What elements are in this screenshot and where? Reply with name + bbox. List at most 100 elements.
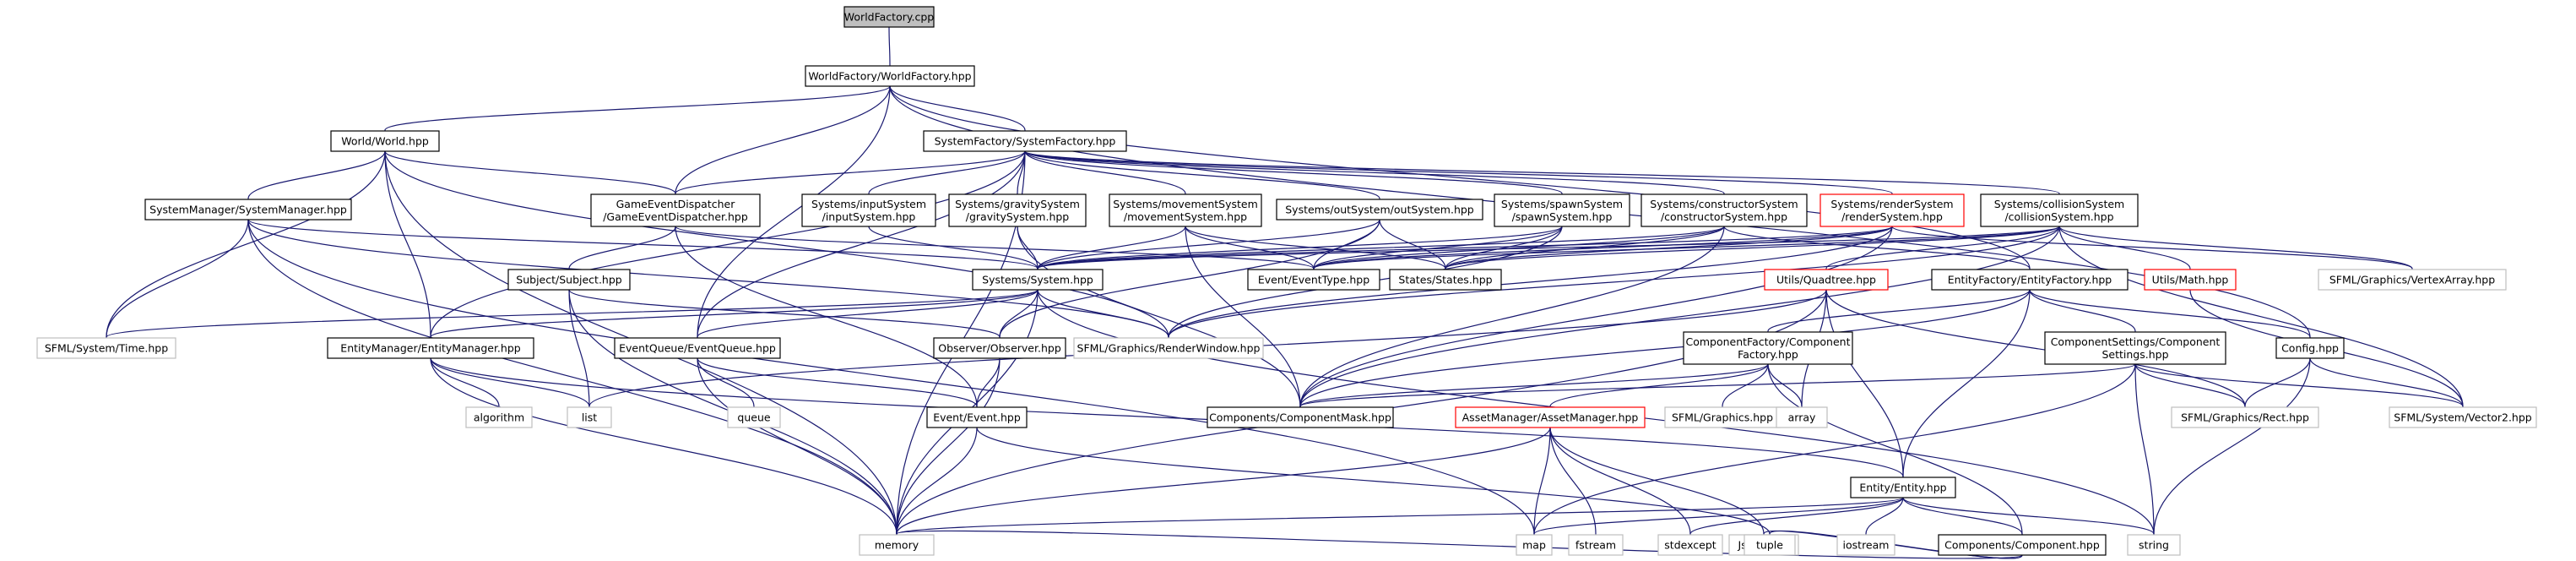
edge-rendersys-to-evtype (1310, 226, 1893, 275)
node-label: ComponentFactory/Component (1685, 335, 1850, 348)
edge-entity-to-stdexcept (1686, 497, 1904, 541)
node-label: Systems/collisionSystem (1994, 198, 2124, 210)
edge-sysmgr-to-memory (247, 219, 901, 541)
node-box (1455, 406, 1646, 428)
node-label: Systems/inputSystem (811, 198, 926, 210)
node-label: fstream (1575, 539, 1616, 552)
edge-assetmgr-to-stdexcept (1549, 427, 1695, 541)
node-box (1516, 534, 1553, 556)
node-label: tuple (1756, 539, 1783, 552)
node-compfac[interactable]: ComponentFactory/ComponentFactory.hpp (1683, 331, 1853, 365)
edge-sysfac-to-spawnsys (1024, 150, 1566, 200)
edge-movesys-to-system (1033, 226, 1186, 275)
node-label: EntityManager/EntityManager.hpp (340, 342, 520, 355)
node-root[interactable]: WorldFactory.cpp (843, 6, 935, 28)
node-entfac[interactable]: EntityFactory/EntityFactory.hpp (1931, 269, 2129, 291)
edge-entfac-to-compmask (1296, 289, 2031, 413)
node-spawnsys[interactable]: Systems/spawnSystem/spawnSystem.hpp (1494, 193, 1630, 227)
edge-compfac-to-assetmgr (1546, 363, 1769, 413)
node-map: map (1516, 534, 1553, 556)
node-sysfac[interactable]: SystemFactory/SystemFactory.hpp (923, 130, 1127, 152)
edge-compfac-to-array (1767, 363, 1806, 413)
edge-wf-to-ged (671, 85, 891, 200)
node-quadtree[interactable]: Utils/Quadtree.hpp (1764, 269, 1889, 291)
edge-wf-to-evqueue (693, 85, 891, 344)
node-box (2318, 269, 2507, 291)
node-compmask[interactable]: Components/ComponentMask.hpp (1207, 406, 1394, 428)
edge-sysmgr-to-system (247, 219, 1042, 275)
edge-sysfac-to-collsys (1024, 150, 2064, 200)
edge-evqueue-to-event (697, 357, 981, 413)
node-label: GameEventDispatcher (616, 198, 736, 210)
edge-event-to-memory (892, 427, 978, 541)
node-label: /gravitySystem.hpp (966, 210, 1070, 223)
node-config[interactable]: Config.hpp (2275, 337, 2345, 359)
edge-sysfac-to-rendersys (1024, 150, 1896, 200)
node-evqueue[interactable]: EventQueue/EventQueue.hpp (614, 337, 781, 359)
node-collsys[interactable]: Systems/collisionSystem/collisionSystem.… (1980, 193, 2139, 227)
node-outsys[interactable]: Systems/outSystem/outSystem.hpp (1276, 199, 1483, 221)
edge-quadtree-to-entity (1825, 289, 1907, 483)
edge-collsys-to-umath (2058, 226, 2194, 275)
node-component[interactable]: Components/Component.hpp (1938, 534, 2107, 556)
node-label: map (1522, 539, 1546, 552)
edge-world-to-sfmltime (102, 150, 386, 344)
edge-movesys-to-evtype (1185, 226, 1318, 275)
edge-assetmgr-to-jsonbox (1549, 427, 1768, 541)
edge-assetmgr-to-memory (892, 427, 1551, 541)
node-world[interactable]: World/World.hpp (330, 130, 440, 152)
node-rendersys[interactable]: Systems/renderSystem/renderSystem.hpp (1819, 193, 1965, 227)
node-box (801, 193, 936, 227)
node-iostream: iostream (1836, 534, 1895, 556)
node-label: string (2139, 539, 2169, 552)
node-label: Systems/gravitySystem (955, 198, 1080, 210)
node-wf[interactable]: WorldFactory/WorldFactory.hpp (805, 65, 975, 87)
node-label: Config.hpp (2281, 342, 2339, 355)
node-sysmgr[interactable]: SystemManager/SystemManager.hpp (144, 199, 352, 221)
node-subject[interactable]: Subject/Subject.hpp (507, 269, 631, 291)
node-label: Event/EventType.hpp (1258, 274, 1369, 286)
edge-rendersys-to-vertexarr (1891, 226, 2416, 275)
node-entity[interactable]: Entity/Entity.hpp (1850, 477, 1956, 498)
node-constrsys[interactable]: Systems/constructorSystem/constructorSys… (1641, 193, 1808, 227)
node-label: SFML/Graphics/RenderWindow.hpp (1077, 342, 1261, 355)
node-label: SystemManager/SystemManager.hpp (149, 204, 347, 216)
node-label: SFML/Graphics/VertexArray.hpp (2329, 274, 2495, 286)
node-evtype[interactable]: Event/EventType.hpp (1247, 269, 1380, 291)
edge-sysmgr-to-sfmltime (102, 219, 249, 344)
node-box (805, 65, 975, 87)
node-system[interactable]: Systems/System.hpp (972, 269, 1104, 291)
node-assetmgr[interactable]: AssetManager/AssetManager.hpp (1455, 406, 1646, 428)
node-label: EventQueue/EventQueue.hpp (619, 342, 776, 355)
node-box (843, 6, 935, 28)
node-ged[interactable]: GameEventDispatcher/GameEventDispatcher.… (590, 193, 761, 227)
node-compset[interactable]: ComponentSettings/ComponentSettings.hpp (2044, 331, 2226, 365)
node-umath[interactable]: Utils/Math.hpp (2144, 269, 2237, 291)
edge-sysfac-to-constrsys (1024, 150, 1728, 200)
node-label: WorldFactory.cpp (844, 11, 934, 24)
node-states[interactable]: States/States.hpp (1389, 269, 1502, 291)
node-label: /constructorSystem.hpp (1661, 210, 1787, 223)
node-label: ComponentSettings/Component (2051, 335, 2221, 348)
edge-assetmgr-to-fstream (1549, 427, 1600, 541)
node-event[interactable]: Event/Event.hpp (926, 406, 1028, 428)
node-gravsys[interactable]: Systems/gravitySystem/gravitySystem.hpp (948, 193, 1087, 227)
node-label: Utils/Math.hpp (2152, 274, 2229, 286)
edge-quadtree-to-rect (1825, 289, 2249, 413)
node-label: Systems/constructorSystem (1650, 198, 1798, 210)
edge-world-to-sysmgr (244, 150, 386, 205)
edge-entity-to-string (1902, 497, 2158, 541)
edge-system-to-evqueue (693, 289, 1039, 344)
node-box (144, 199, 352, 221)
edge-evqueue-to-queue (697, 357, 758, 413)
node-box (330, 130, 440, 152)
node-label: Systems/spawnSystem (1501, 198, 1623, 210)
edge-collsys-to-compmask (1296, 226, 2060, 413)
node-entmgr[interactable]: EntityManager/EntityManager.hpp (327, 337, 534, 359)
node-label: Subject/Subject.hpp (516, 274, 621, 286)
node-observer[interactable]: Observer/Observer.hpp (933, 337, 1066, 359)
node-movesys[interactable]: Systems/movementSystem/movementSystem.hp… (1109, 193, 1262, 227)
edge-world-to-ged (384, 150, 680, 200)
edge-config-to-vector2 (2309, 357, 2467, 413)
node-inputsys[interactable]: Systems/inputSystem/inputSystem.hpp (801, 193, 936, 227)
